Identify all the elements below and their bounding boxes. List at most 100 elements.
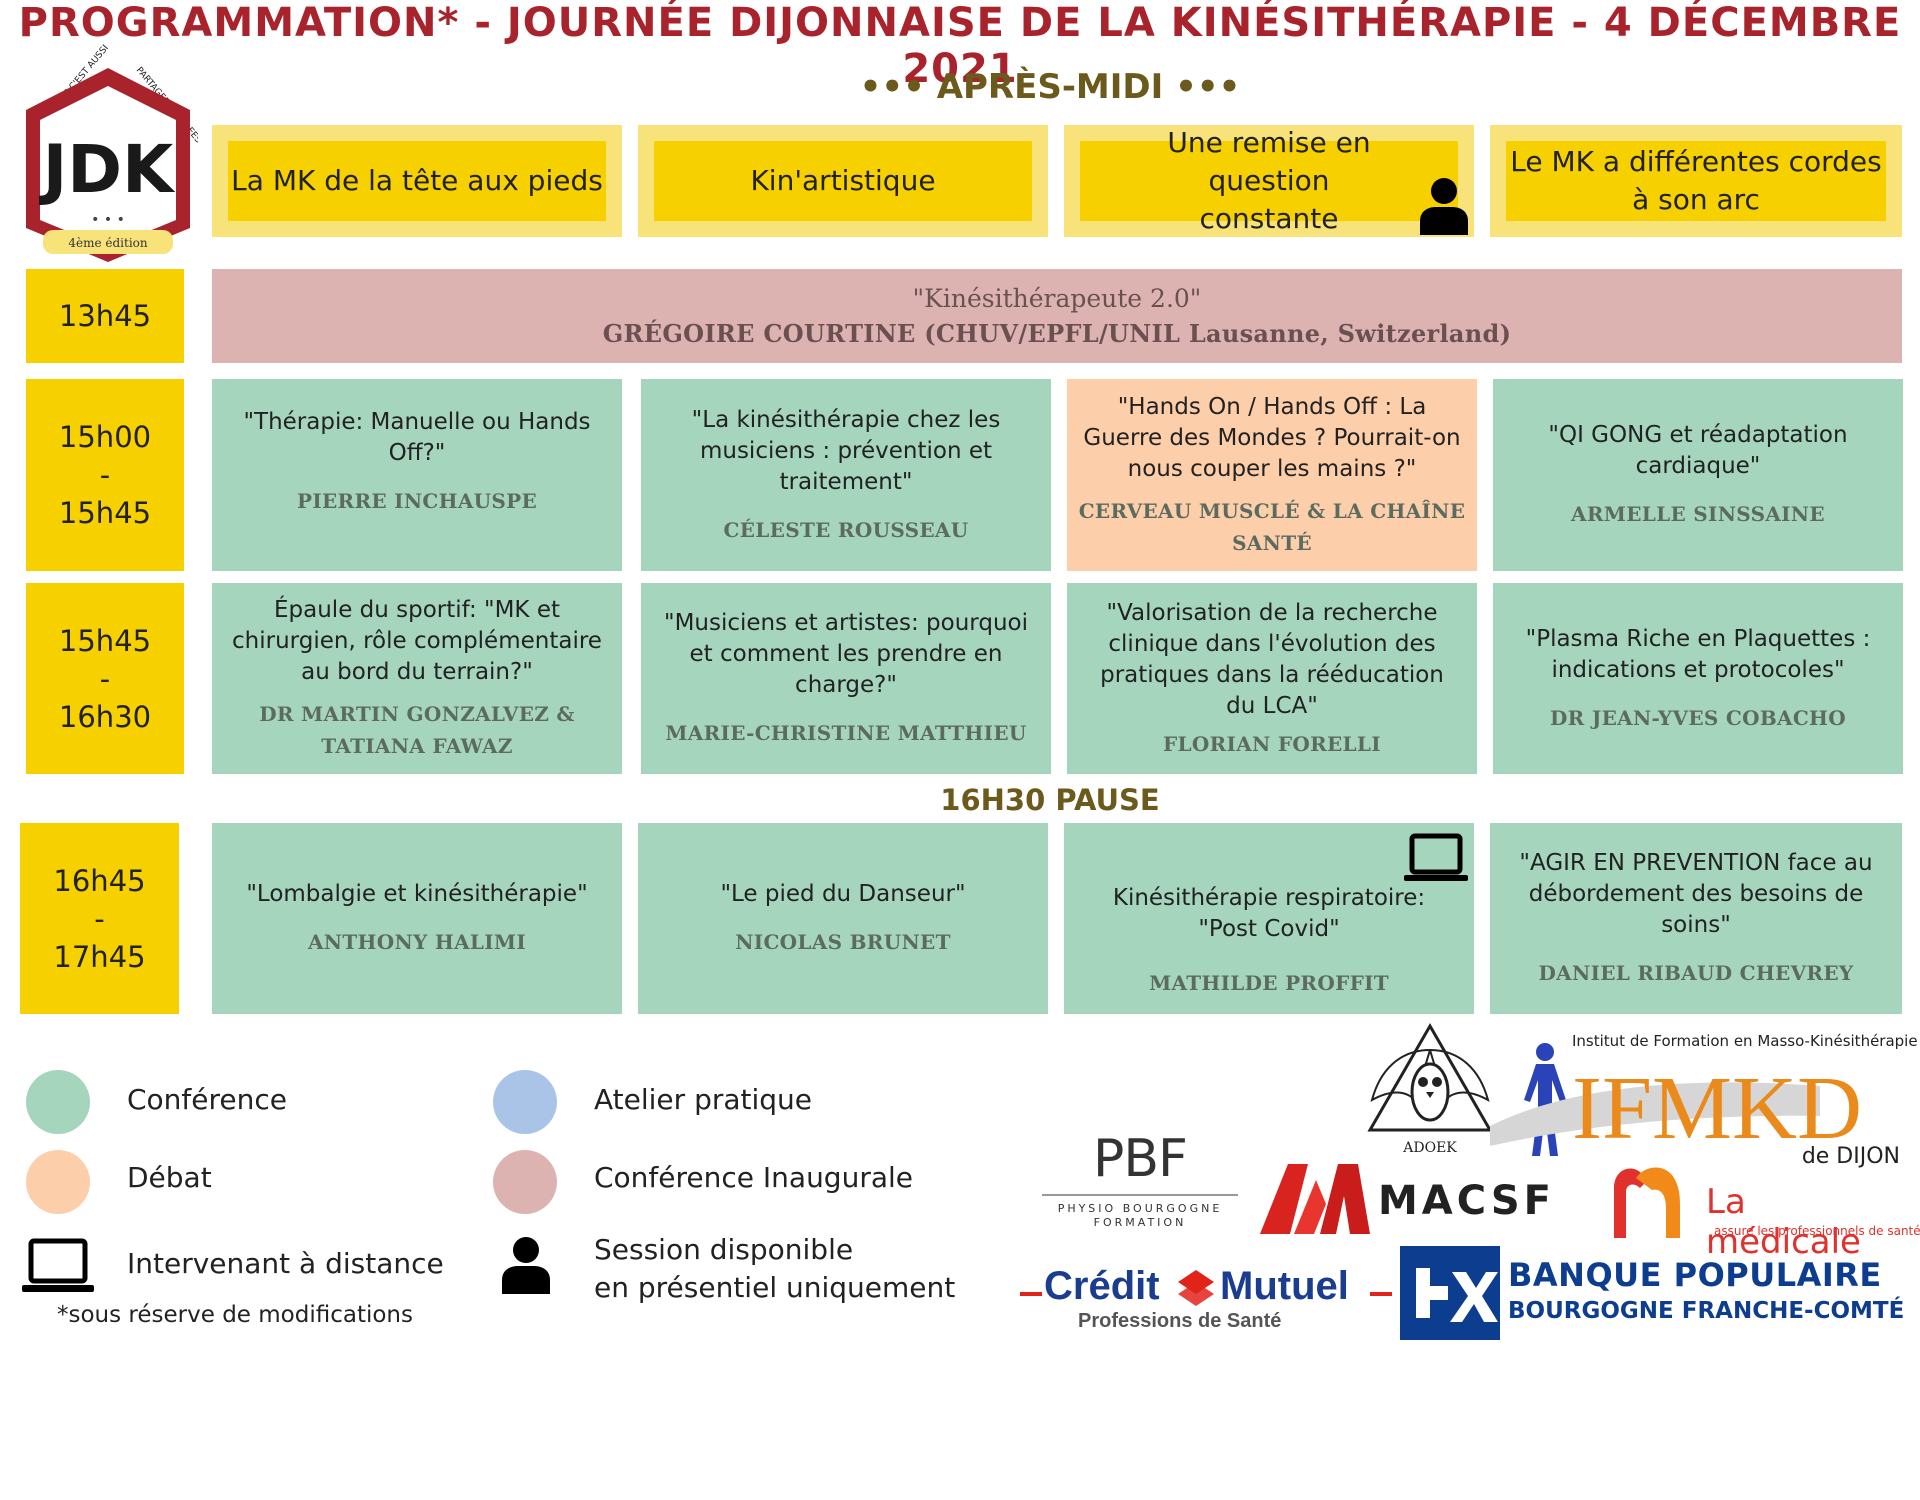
speaker-name: ARMELLE SINSSAINE xyxy=(1571,502,1825,526)
talk-title: "QI GONG et réadaptation cardiaque" xyxy=(1548,422,1848,479)
talk-title: "Le pied du Danseur" xyxy=(720,881,966,907)
session-card: "Musiciens et artistes: pourquoi et comm… xyxy=(641,583,1051,774)
speaker-name: CERVEAU MUSCLÉ & LA CHAÎNE SANTÉ xyxy=(1078,498,1466,555)
talk-title: "Lombalgie et kinésithérapie" xyxy=(246,881,588,907)
time-slot-1545: 15h45 - 16h30 xyxy=(26,583,184,774)
talk-title: "AGIR EN PREVENTION face au débordement … xyxy=(1519,850,1873,938)
macsf-name: MACSF xyxy=(1378,1178,1555,1224)
track-label: Kin'artistique xyxy=(654,141,1032,221)
laptop-icon xyxy=(22,1238,94,1294)
time-slot-1645: 16h45 - 17h45 xyxy=(20,823,179,1014)
bp-line1: BANQUE POPULAIRE xyxy=(1508,1256,1882,1294)
track-header-2: Kin'artistique xyxy=(638,125,1048,237)
session-card: "AGIR EN PREVENTION face au débordement … xyxy=(1490,823,1902,1014)
session-card: "Le pied du Danseur" NICOLAS BRUNET xyxy=(638,823,1048,1014)
session-card-debate: "Hands On / Hands Off : La Guerre des Mo… xyxy=(1067,379,1477,571)
talk-title: "Valorisation de la recherche clinique d… xyxy=(1100,599,1444,719)
ifmkd-city: de DIJON xyxy=(1801,1144,1900,1169)
speaker-name: MARIE-CHRISTINE MATTHIEU xyxy=(665,721,1027,745)
pbf-logo: PBF PHYSIO BOURGOGNE FORMATION xyxy=(1040,1130,1240,1240)
pbf-line1: PHYSIO BOURGOGNE xyxy=(1057,1202,1223,1215)
banque-populaire-logo: BANQUE POPULAIRE BOURGOGNE FRANCHE-COMTÉ xyxy=(1400,1246,1920,1340)
legend-label-debate: Débat xyxy=(127,1161,212,1194)
speaker-name: DR MARTIN GONZALVEZ & TATIANA FAWAZ xyxy=(259,702,575,758)
legend-label-onsite-1: Session disponible xyxy=(594,1233,854,1266)
track-header-3: Une remise en question constante xyxy=(1064,125,1474,237)
time-separator: - xyxy=(99,458,111,492)
time-start: 15h00 xyxy=(58,420,152,454)
session-subtitle: ••• APRÈS-MIDI ••• xyxy=(859,67,1241,107)
ifmkd-logo: Institut de Formation en Masso-Kinésithé… xyxy=(1490,1032,1918,1172)
legend-label-onsite-2: en présentiel uniquement xyxy=(594,1271,956,1304)
ifmkd-name: IFMKD xyxy=(1572,1059,1862,1152)
speaker-name: PIERRE INCHAUSPE xyxy=(296,489,538,513)
person-icon xyxy=(500,1236,552,1294)
legend-swatch-inaugural xyxy=(493,1150,557,1214)
legend-swatch-atelier xyxy=(493,1070,557,1134)
session-card-remote: Kinésithérapie respiratoire: "Post Covid… xyxy=(1064,823,1474,1014)
bp-line2: BOURGOGNE FRANCHE-COMTÉ xyxy=(1508,1298,1905,1324)
time-start: 16h45 xyxy=(53,863,146,898)
bp-mark xyxy=(1400,1246,1500,1340)
time-slot-1345: 13h45 xyxy=(26,269,184,363)
logo-edition: 4ème édition xyxy=(68,236,148,250)
credit-mutuel-logo: Crédit Mutuel Professions de Santé xyxy=(1020,1258,1396,1338)
talk-title: "La kinésithérapie chez les musiciens : … xyxy=(691,406,1001,495)
laptop-icon xyxy=(1404,833,1468,883)
talk-title: "Musiciens et artistes: pourquoi et comm… xyxy=(663,610,1028,698)
logo-text: JDK xyxy=(39,131,176,208)
track-label: La MK de la tête aux pieds xyxy=(228,141,606,221)
time-separator: - xyxy=(94,901,105,936)
session-card: "QI GONG et réadaptation cardiaque" ARME… xyxy=(1493,379,1903,571)
talk-title: "Plasma Riche en Plaquettes : indication… xyxy=(1525,625,1871,683)
speaker-name: ANTHONY HALIMI xyxy=(307,930,527,954)
speaker-name: MATHILDE PROFFIT xyxy=(1149,970,1389,995)
jdk-logo: ETRE KINE C'EST AUSSI PARTAGER SES IDEES… xyxy=(18,40,203,270)
talk-title: "Thérapie: Manuelle ou Hands Off?" xyxy=(243,409,591,466)
talk-title: Kinésithérapie respiratoire: "Post Covid… xyxy=(1112,884,1426,942)
talk-title: "Kinésithérapeute 2.0" xyxy=(912,283,1202,313)
speaker-name: FLORIAN FORELLI xyxy=(1163,731,1381,756)
pbf-name: PBF xyxy=(1093,1129,1188,1189)
person-icon xyxy=(1418,177,1470,235)
session-card: "Thérapie: Manuelle ou Hands Off?" PIERR… xyxy=(212,379,622,571)
session-card: "Valorisation de la recherche clinique d… xyxy=(1067,583,1477,774)
session-card: "Lombalgie et kinésithérapie" ANTHONY HA… xyxy=(212,823,622,1014)
owl-logo: ADOEK xyxy=(1360,1020,1500,1160)
owl-caption: ADOEK xyxy=(1402,1140,1457,1156)
cm-name-2: Mutuel xyxy=(1220,1264,1349,1308)
time-end: 17h45 xyxy=(53,939,146,974)
legend-label-remote: Intervenant à distance xyxy=(127,1247,444,1280)
track-label: Le MK a différentes cordes à son arc xyxy=(1506,141,1886,221)
time-end: 16h30 xyxy=(58,699,152,734)
time-end: 15h45 xyxy=(58,496,152,530)
pause-label: 16H30 PAUSE xyxy=(940,783,1160,817)
legend-label-inaugural: Conférence Inaugurale xyxy=(594,1161,914,1194)
talk-title: Épaule du sportif: "MK et chirurgien, rô… xyxy=(232,597,602,685)
speaker-name: NICOLAS BRUNET xyxy=(735,930,951,954)
disclaimer-note: *sous réserve de modifications xyxy=(57,1302,413,1328)
legend-swatch-conference xyxy=(26,1070,90,1134)
talk-title: "Hands On / Hands Off : La Guerre des Mo… xyxy=(1083,393,1461,482)
speaker-name: CÉLESTE ROUSSEAU xyxy=(723,517,969,542)
time-slot-1500: 15h00 - 15h45 xyxy=(26,379,184,571)
lamedicale-tagline: assure les professionnels de santé xyxy=(1714,1224,1920,1238)
cm-tagline: Professions de Santé xyxy=(1078,1310,1282,1332)
legend-label-conference: Conférence xyxy=(127,1083,288,1116)
legend-label-atelier: Atelier pratique xyxy=(594,1083,813,1116)
logo-dots: • • • xyxy=(91,212,125,228)
time-separator: - xyxy=(99,661,111,696)
session-card: "Plasma Riche en Plaquettes : indication… xyxy=(1493,583,1903,774)
lamedicale-logo: La médicale assure les professionnels de… xyxy=(1610,1158,1920,1262)
session-card: "La kinésithérapie chez les musiciens : … xyxy=(641,379,1051,571)
speaker-name: DANIEL RIBAUD CHEVREY xyxy=(1538,961,1854,985)
pbf-line2: FORMATION xyxy=(1093,1216,1187,1229)
page-title: PROGRAMMATION* - JOURNÉE DIJONNAISE DE L… xyxy=(18,0,1902,92)
speaker-name: DR JEAN-YVES COBACHO xyxy=(1550,705,1846,730)
macsf-logo: MACSF xyxy=(1260,1160,1560,1240)
legend-swatch-debate xyxy=(26,1150,90,1214)
time-start: 15h45 xyxy=(58,623,152,658)
track-header-1: La MK de la tête aux pieds xyxy=(212,125,622,237)
speaker-name: GRÉGOIRE COURTINE (CHUV/EPFL/UNIL Lausan… xyxy=(602,318,1512,348)
session-card: Épaule du sportif: "MK et chirurgien, rô… xyxy=(212,583,622,774)
